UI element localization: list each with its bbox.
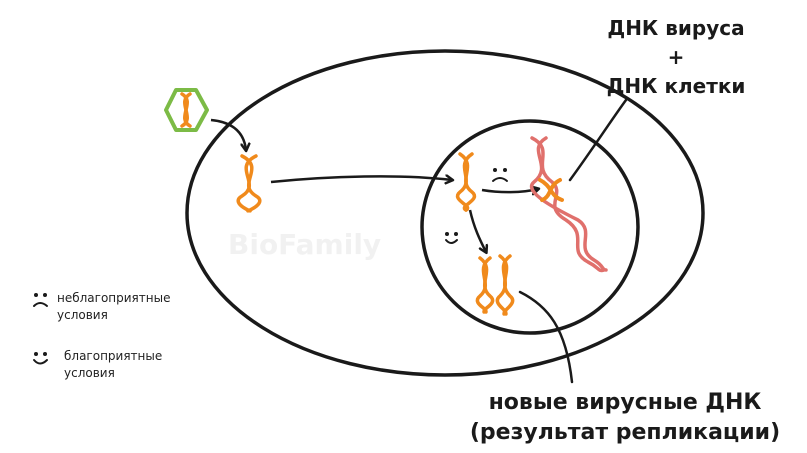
viral-dna-cytoplasm-icon bbox=[236, 154, 262, 213]
nucleus-outline bbox=[420, 119, 640, 335]
sad-face-icon bbox=[492, 168, 508, 182]
virus-dna-label-line1: ДНК вируса bbox=[607, 16, 745, 40]
arrow-to-integration bbox=[481, 189, 538, 192]
arrow-capsid-to-dna bbox=[210, 118, 246, 150]
legend-unfavorable-line1: неблагоприятные bbox=[57, 291, 171, 305]
pointer-line-bottom bbox=[518, 290, 574, 384]
virus-and-cell-dna-label: ДНК вируса + ДНК клетки bbox=[596, 14, 756, 101]
new-dna-label-line2: (результат репликации) bbox=[469, 420, 781, 445]
plus-sign: + bbox=[667, 45, 685, 69]
legend-sad-face-icon bbox=[33, 293, 48, 307]
happy-face-icon bbox=[445, 232, 458, 244]
pointer-line-top bbox=[568, 98, 628, 182]
integrated-host-dna-icon bbox=[529, 136, 608, 273]
legend-unfavorable-line2: условия bbox=[57, 308, 108, 322]
watermark: BioFamily bbox=[228, 228, 382, 261]
legend-favorable-line1: благоприятные bbox=[64, 349, 163, 363]
viral-dna-nucleus-icon bbox=[455, 152, 477, 212]
arrow-to-replication bbox=[468, 209, 486, 252]
legend-unfavorable: неблагоприятные условия bbox=[57, 290, 170, 324]
virus-dna-label-line2: ДНК клетки bbox=[606, 74, 746, 98]
new-viral-dna-label: новые вирусные ДНК (результат репликации… bbox=[448, 388, 802, 448]
legend-happy-face-icon bbox=[33, 352, 48, 365]
arrow-into-nucleus bbox=[270, 176, 452, 182]
legend-favorable: благоприятные условия bbox=[64, 348, 162, 382]
new-dna-label-line1: новые вирусные ДНК bbox=[488, 390, 762, 415]
new-viral-dna-icon bbox=[475, 254, 515, 316]
host-cell-outline bbox=[185, 49, 705, 377]
virus-capsid-icon bbox=[164, 88, 209, 132]
legend-favorable-line2: условия bbox=[64, 366, 115, 380]
